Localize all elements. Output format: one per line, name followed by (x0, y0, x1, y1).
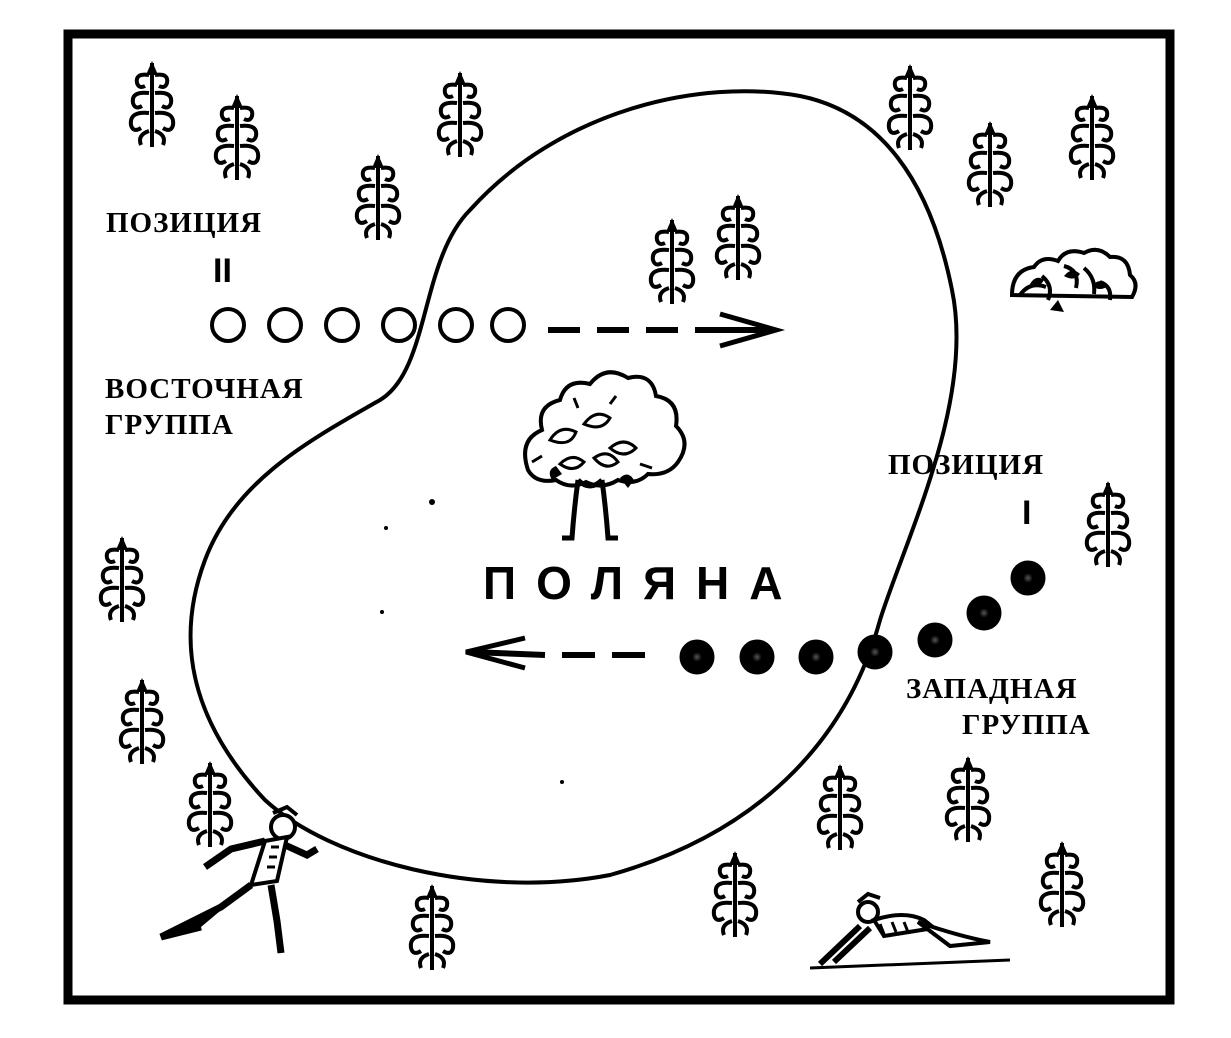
fir-tree-icon (118, 676, 166, 766)
fir-tree-icon (1038, 839, 1086, 929)
fir-tree-icon (886, 62, 934, 152)
bush-icon (1009, 247, 1138, 312)
player-marker-filled (857, 634, 893, 670)
deciduous-tree-icon (523, 370, 687, 541)
fir-tree-icon (354, 152, 402, 242)
east-movement-arrow (548, 311, 786, 349)
west-movement-arrow (465, 635, 645, 671)
fir-tree-icon (944, 754, 992, 844)
fir-tree-icon (1084, 479, 1132, 569)
fir-tree-icon (98, 534, 146, 624)
player-marker-hollow (210, 307, 246, 343)
player-marker-hollow (381, 307, 417, 343)
player-marker-filled (679, 639, 715, 675)
player-marker-filled (798, 639, 834, 675)
fir-tree-icon (213, 92, 261, 182)
fir-tree-icon (966, 119, 1014, 209)
position-1-label: ПОЗИЦИЯ (888, 449, 1045, 481)
running-person-icon (159, 804, 319, 954)
position-1-number: I (1022, 494, 1032, 532)
west-group-label-line1: ЗАПАДНАЯ (906, 673, 1078, 705)
fir-tree-icon (408, 882, 456, 972)
position-2-label: ПОЗИЦИЯ (106, 207, 263, 239)
fir-tree-icon (714, 192, 762, 282)
player-marker-hollow (490, 307, 526, 343)
west-group-markers (679, 560, 1046, 675)
glade-outline (188, 89, 959, 885)
player-marker-hollow (267, 307, 303, 343)
glade-title: ПОЛЯНА (483, 557, 803, 609)
position-2-number: II (213, 252, 232, 290)
player-marker-filled (917, 622, 953, 658)
fir-tree-icon (711, 849, 759, 939)
east-group-label-line2: ГРУППА (105, 409, 234, 441)
map-border (63, 29, 1175, 1005)
fir-tree-icon (186, 759, 234, 849)
east-group-label-line1: ВОСТОЧНАЯ (105, 373, 304, 405)
fir-tree-icon (648, 216, 696, 306)
player-marker-hollow (438, 307, 474, 343)
player-marker-filled (1010, 560, 1046, 596)
fir-tree-icon (128, 59, 176, 149)
fir-tree-icon (1068, 92, 1116, 182)
player-marker-hollow (324, 307, 360, 343)
fir-tree-icon (436, 69, 484, 159)
fir-tree-icon (816, 762, 864, 852)
player-marker-filled (966, 595, 1002, 631)
paper-specks (380, 499, 564, 784)
crawling-person-icon (809, 891, 1011, 970)
east-group-markers (210, 307, 526, 343)
player-marker-filled (739, 639, 775, 675)
west-group-label-line2: ГРУППА (962, 709, 1091, 741)
